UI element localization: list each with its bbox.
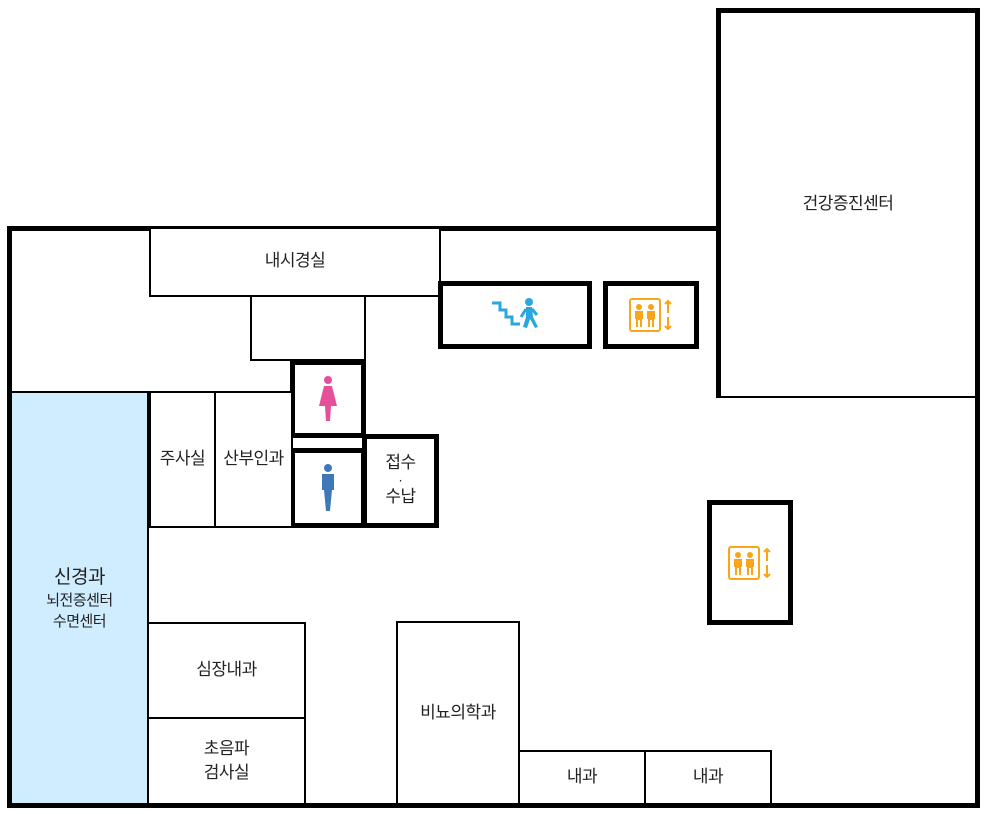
elevator-icon (629, 298, 672, 332)
room-cardiology[interactable]: 심장내과 (147, 622, 306, 719)
room-ultrasound[interactable]: 초음파 검사실 (147, 717, 306, 806)
elevator-icon (728, 545, 771, 580)
outer-wall-bottom (7, 803, 980, 808)
room-label: 내과 (566, 767, 598, 788)
room-health-center[interactable]: 건강증진센터 (716, 8, 980, 398)
wall-gap (721, 226, 975, 231)
room-label: 심장내과 (196, 659, 257, 680)
room-reception[interactable]: 접수 · 수납 (362, 434, 439, 528)
room-label: 내시경실 (264, 251, 326, 272)
restroom-men[interactable] (290, 448, 366, 528)
outer-wall-right (975, 8, 980, 808)
outer-wall-left (7, 226, 12, 808)
room-sublabel: 수면센터 (52, 612, 107, 631)
room-label: 주사실 (159, 448, 206, 469)
room-internal-medicine-1[interactable]: 내과 (518, 750, 646, 806)
room-label: 접수 (385, 452, 416, 473)
room-label: 건강증진센터 (802, 193, 894, 214)
room-label: 비뇨의학과 (420, 702, 496, 723)
stairs[interactable] (438, 281, 592, 349)
room-internal-medicine-2[interactable]: 내과 (644, 750, 772, 806)
room-label: 검사실 (203, 762, 250, 783)
room-sublabel: 뇌전증센터 (46, 591, 113, 610)
room-label: 초음파 (203, 738, 250, 759)
men-restroom-icon (322, 464, 334, 511)
women-restroom-icon (319, 376, 337, 421)
room-label: 산부인과 (223, 448, 284, 469)
separator-dot: · (398, 473, 403, 488)
room-endoscopy[interactable]: 내시경실 (149, 229, 441, 297)
room-label: 신경과 (54, 565, 105, 588)
elevator-middle[interactable] (707, 500, 793, 625)
room-storage (250, 295, 366, 361)
room-label: 수납 (385, 487, 416, 508)
elevator-top[interactable] (603, 281, 699, 349)
room-label: 내과 (692, 767, 724, 788)
room-injection[interactable]: 주사실 (149, 391, 216, 528)
stairs-icon (492, 298, 539, 328)
restroom-women[interactable] (290, 360, 366, 438)
room-obgyn[interactable]: 산부인과 (214, 391, 293, 528)
room-urology[interactable]: 비뇨의학과 (396, 621, 520, 806)
room-neurology[interactable]: 신경과 뇌전증센터 수면센터 (12, 393, 149, 803)
